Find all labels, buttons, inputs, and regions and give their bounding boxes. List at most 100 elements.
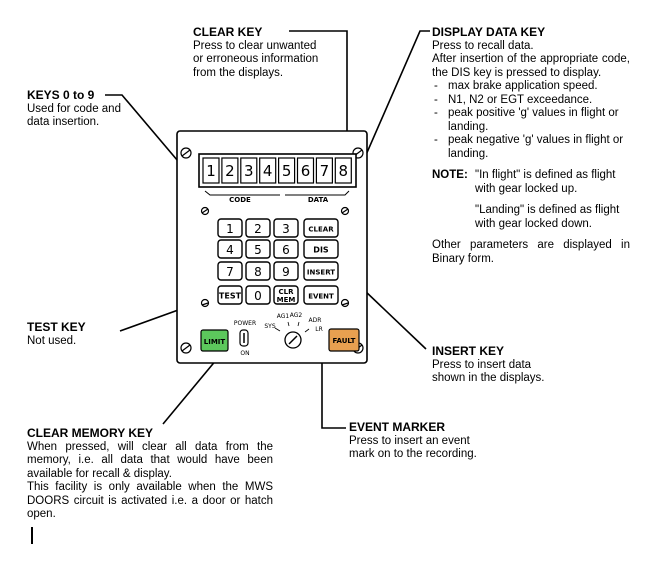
fault-label: FAULT [333,337,356,345]
text-cursor [31,527,33,544]
display-digit-cell: 3 [240,157,258,184]
power-label: POWER [234,320,256,327]
key-6[interactable]: 6 [273,239,299,259]
key-label: 0 [254,289,262,303]
limit-label: LIMIT [204,338,226,346]
selector-position-label: AG2 [290,312,303,319]
insert-key-line: Press to insert data [432,358,532,371]
screw-icon [180,342,192,354]
key-5[interactable]: 5 [245,239,271,259]
event-marker-line: mark on to the recording. [349,448,477,460]
test-key-title: TEST KEY [27,320,86,334]
key-label: CLEAR [308,226,334,234]
display-digit: 7 [320,162,330,180]
panel-body [176,130,368,364]
clear-memory-title: CLEAR MEMORY KEY [27,426,154,440]
note-1: "In flight" is defined as flight with ge… [475,169,616,195]
key-test[interactable]: TEST [217,285,243,305]
selector-position-label: SYS [264,323,275,330]
key-clear[interactable]: CLEAR [303,218,339,238]
key-dis[interactable]: DIS [303,239,339,259]
power-switch[interactable]: POWER ON [234,320,256,357]
display-digit: 3 [244,162,254,180]
screw-icon [200,206,210,216]
key-label: CLR [279,288,295,296]
key-2[interactable]: 2 [245,218,271,238]
key-event[interactable]: EVENT [303,285,339,305]
fault-lamp: FAULT [328,328,360,352]
other-parameters: Other parameters are displayed in Binary… [432,239,630,265]
display-key-line: Press to recall data. [432,39,534,52]
display-key-bullet: max brake application speed. [432,80,630,94]
key-label: 4 [226,243,234,257]
display-digit: 4 [263,162,273,180]
display-digit-cell: 6 [296,157,315,184]
display-labels [204,190,350,196]
display-key-bullet: peak positive 'g' values in flight or la… [432,107,630,134]
key-label: 1 [226,222,234,236]
event-marker-line: Press to insert an event [349,434,470,447]
note-2: "Landing" is defined as flight with gear… [475,204,620,230]
key-label: 3 [282,222,290,236]
note-block: NOTE: "In flight" is defined as flight w… [432,169,630,231]
key-label: 8 [254,265,262,279]
key-3[interactable]: 3 [273,218,299,238]
event-marker-title: EVENT MARKER [349,420,446,434]
clear-key-line: or erroneous information [193,53,319,65]
key-label: INSERT [307,269,335,277]
display-digit: 5 [282,162,292,180]
display-digit: 8 [339,162,349,180]
key-4[interactable]: 4 [217,239,243,259]
event-marker-annotation: EVENT MARKER Press to insert an event ma… [349,420,519,462]
display-key-title: DISPLAY DATA KEY [432,25,546,39]
insert-key-line: shown in the displays. [432,372,545,384]
key-9[interactable]: 9 [273,261,299,281]
key-label: DIS [313,246,329,255]
display-digit: 6 [301,162,311,180]
key-8[interactable]: 8 [245,261,271,281]
selector-position-label: AG1 [277,313,290,320]
display-digit-cell: 5 [278,157,296,184]
display-key-bullet: N1, N2 or EGT exceedance. [432,94,630,108]
key-7[interactable]: 7 [217,261,243,281]
display-key-line: After insertion of the appropriate code,… [432,53,630,79]
keys-line: Used for code and [27,102,121,115]
screw-icon [200,298,210,308]
clear-memory-text-2: This facility is only available when the… [27,481,273,520]
keys-title: KEYS 0 to 9 [27,88,95,102]
clear-key-line: Press to clear unwanted [193,39,317,52]
limit-lamp: LIMIT [200,329,229,352]
key-label: MEM [277,296,296,304]
insert-key-annotation: INSERT KEY Press to insert data shown in… [432,344,582,386]
test-key-annotation: TEST KEY Not used. [27,320,137,348]
display-data-key-annotation: DISPLAY DATA KEY Press to recall data. A… [432,25,630,266]
note-label: NOTE: [432,169,468,181]
display-digit-cell: 7 [315,157,333,184]
code-label: CODE [229,196,251,204]
display-digit-cell: 4 [259,157,277,184]
display-digit: 1 [206,162,216,180]
screw-icon [340,298,350,308]
key-0[interactable]: 0 [245,285,271,305]
display-digit-cell: 8 [334,157,352,184]
key-insert[interactable]: INSERT [303,261,339,281]
key-label: 9 [282,265,290,279]
clear-memory-annotation: CLEAR MEMORY KEY When pressed, will clea… [27,426,273,522]
data-label: DATA [308,196,329,204]
key-label: 5 [254,243,262,257]
clear-key-annotation: CLEAR KEY Press to clear unwanted or err… [193,25,353,80]
display-digit-cell: 1 [202,157,220,184]
key-1[interactable]: 1 [217,218,243,238]
screw-icon [340,206,350,216]
key-label: EVENT [308,293,334,301]
on-label: ON [240,350,249,357]
key-label: 2 [254,222,262,236]
key-label: 6 [282,243,290,257]
display-digit: 2 [225,162,235,180]
display-key-bullet: peak negative 'g' values in flight or la… [432,134,630,161]
